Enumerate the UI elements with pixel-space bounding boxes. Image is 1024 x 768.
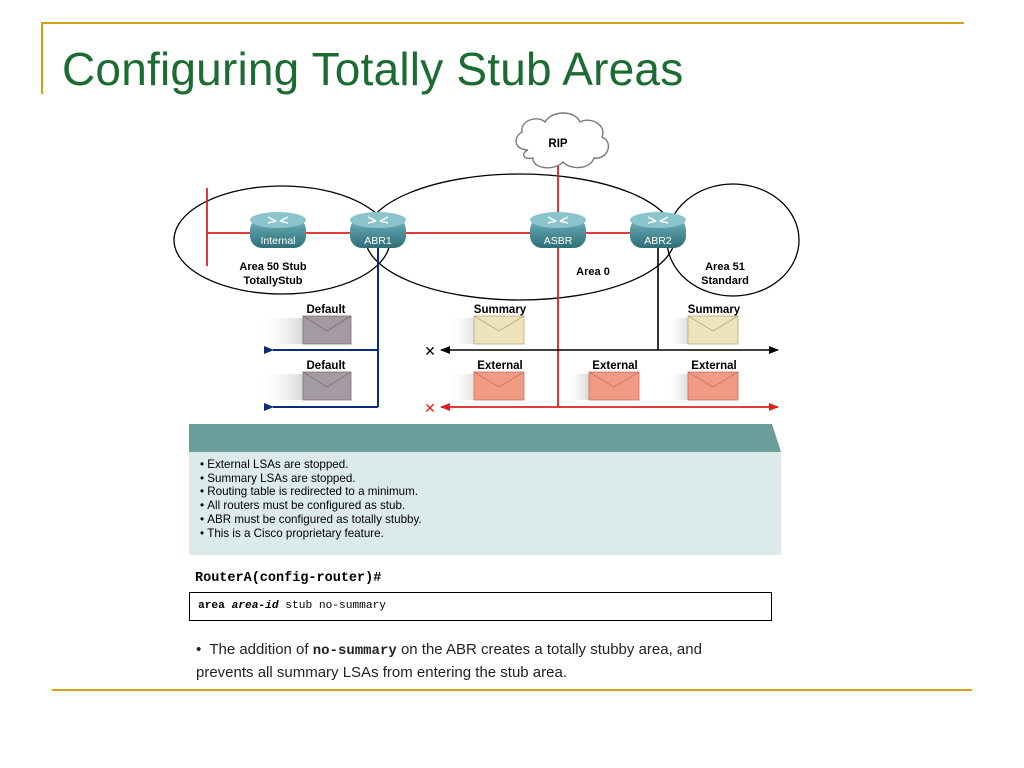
router-asbr-label: ASBR	[544, 235, 573, 247]
area51-label-line2: Standard	[701, 275, 749, 287]
area-0-boundary	[364, 173, 676, 301]
area50-label-line1: Area 50 Stub	[239, 261, 307, 273]
summary-blocked-marker: ✕	[424, 344, 436, 360]
router-abr1: ABR1	[350, 212, 406, 248]
left-accent-rule	[41, 22, 43, 94]
features-infobox: External LSAs are stopped. Summary LSAs …	[189, 424, 781, 555]
explanation-note: • The addition of no-summary on the ABR …	[196, 641, 702, 681]
summary-lsa-envelope-right: Summary	[666, 304, 741, 345]
feature-bullet: This is a Cisco proprietary feature.	[200, 527, 781, 541]
feature-list: External LSAs are stopped. Summary LSAs …	[189, 452, 781, 540]
summary-lsa-envelope-mid: Summary	[448, 304, 527, 345]
router-abr2: ABR2	[630, 212, 686, 248]
command-syntax-box: area area-id stub no-summary	[189, 592, 772, 621]
infobox-header-bar	[189, 424, 781, 452]
top-accent-rule	[41, 22, 964, 24]
router-config-prompt: RouterA(config-router)#	[195, 571, 382, 586]
rip-cloud-label: RIP	[548, 138, 568, 150]
bottom-accent-rule	[52, 689, 972, 691]
router-asbr: ASBR	[530, 212, 586, 248]
router-abr1-label: ABR1	[364, 235, 392, 247]
command-arg-area-id: area-id	[231, 600, 279, 612]
command-rest: stub no-summary	[285, 600, 387, 612]
feature-bullet: Summary LSAs are stopped.	[200, 472, 781, 486]
default-lsa-envelope-upper: Default	[258, 304, 352, 345]
default-label-lower: Default	[307, 360, 346, 372]
infobox-body: External LSAs are stopped. Summary LSAs …	[189, 452, 781, 555]
external-lsa-envelope-c: External	[666, 360, 739, 401]
note-suffix: on the ABR creates a totally stubby area…	[196, 641, 702, 681]
external-label-b: External	[592, 360, 637, 372]
external-lsa-envelope-b: External	[566, 360, 640, 401]
ospf-topology-diagram: RIP Internal ABR1 ASBR ABR2 Area 50 Stub…	[173, 112, 800, 417]
feature-bullet: ABR must be configured as totally stubby…	[200, 513, 781, 527]
external-label-a: External	[477, 360, 522, 372]
external-blocked-marker: ✕	[424, 401, 436, 417]
rip-cloud: RIP	[515, 112, 610, 169]
note-prefix: The addition of	[209, 641, 309, 658]
command-keyword-area: area	[198, 600, 225, 612]
external-label-c: External	[691, 360, 736, 372]
feature-bullet: External LSAs are stopped.	[200, 458, 781, 472]
default-label-upper: Default	[307, 304, 346, 316]
slide-title: Configuring Totally Stub Areas	[62, 43, 684, 95]
summary-label-right: Summary	[688, 304, 741, 316]
area51-label-line1: Area 51	[705, 261, 745, 273]
area50-label-line2: TotallyStub	[243, 275, 302, 287]
router-internal-label: Internal	[260, 235, 295, 247]
feature-bullet: All routers must be configured as stub.	[200, 499, 781, 513]
default-lsa-envelope-lower: Default	[258, 360, 352, 401]
feature-bullet: Routing table is redirected to a minimum…	[200, 485, 781, 499]
router-abr2-label: ABR2	[644, 235, 672, 247]
summary-label-mid: Summary	[474, 304, 527, 316]
note-keyword: no-summary	[312, 643, 397, 659]
area0-label: Area 0	[576, 266, 610, 278]
router-internal: Internal	[250, 212, 306, 248]
external-lsa-envelope-a: External	[448, 360, 525, 401]
